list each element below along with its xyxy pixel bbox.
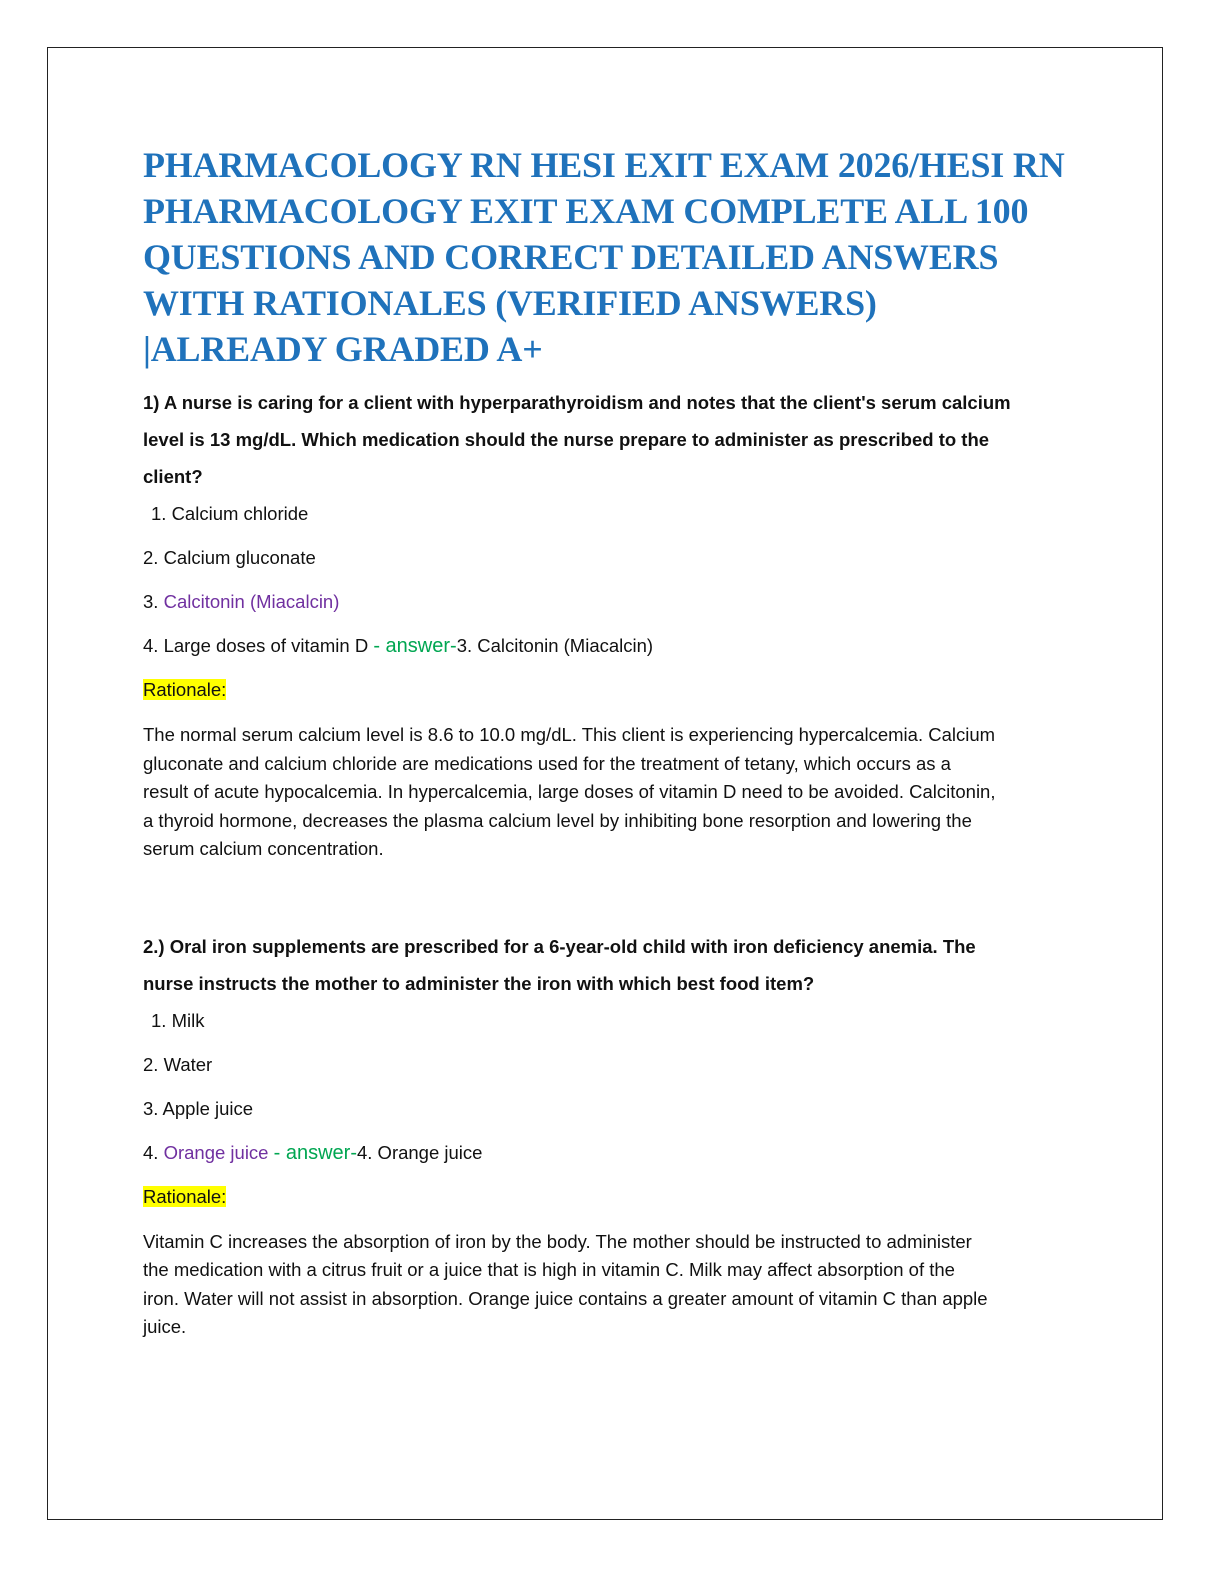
q1-option-2: 2. Calcium gluconate: [143, 547, 316, 568]
rationale-line: serum calcium concentration.: [143, 838, 384, 859]
q1-rationale-text: The normal serum calcium level is 8.6 to…: [143, 721, 1083, 864]
option-number: 4.: [143, 1141, 164, 1163]
q2-rationale-label: Rationale:: [143, 1184, 1083, 1210]
q1-option-1: 1. Calcium chloride: [151, 503, 309, 524]
title-line: WITH RATIONALES (VERIFIED ANSWERS): [143, 283, 877, 323]
rationale-line: the medication with a citrus fruit or a …: [143, 1259, 955, 1280]
question-2-stem: 2.) Oral iron supplements are prescribed…: [143, 928, 1083, 1002]
stem-line: 1) A nurse is caring for a client with h…: [143, 392, 1011, 413]
answer-marker: - answer-: [273, 1141, 357, 1164]
rationale-line: result of acute hypocalcemia. In hyperca…: [143, 781, 996, 802]
title-line: PHARMACOLOGY RN HESI EXIT EXAM 2026/HESI…: [143, 145, 1065, 185]
stem-line: client?: [143, 466, 203, 487]
stem-line: level is 13 mg/dL. Which medication shou…: [143, 429, 990, 450]
correct-option-text: Orange juice: [163, 1141, 274, 1163]
rationale-line: juice.: [143, 1316, 187, 1337]
highlighted-label: Rationale:: [143, 1185, 227, 1207]
rationale-line: a thyroid hormone, decreases the plasma …: [143, 809, 972, 831]
title-line: |ALREADY GRADED A+: [143, 329, 543, 369]
highlighted-label: Rationale:: [143, 679, 227, 700]
rationale-line: The normal serum calcium level is 8.6 to…: [143, 724, 996, 745]
section-spacer: [143, 864, 1083, 928]
document-title: PHARMACOLOGY RN HESI EXIT EXAM 2026/HESI…: [143, 142, 1083, 372]
option-number: 3.: [143, 591, 164, 612]
q2-rationale-text: Vitamin C increases the absorption of ir…: [143, 1228, 1083, 1342]
answer-value: 3. Calcitonin (Miacalcin): [456, 635, 654, 656]
rationale-line: iron. Water will not assist in absorptio…: [143, 1287, 988, 1309]
q2-option-1: 1. Milk: [151, 1009, 205, 1031]
q1-option-4: 4. Large doses of vitamin D - answer-3. …: [143, 633, 1083, 659]
title-line: QUESTIONS AND CORRECT DETAILED ANSWERS: [143, 237, 999, 277]
q1-option-3: 3. Calcitonin (Miacalcin): [143, 589, 1083, 615]
answer-marker: - answer-: [373, 635, 457, 657]
q2-option-3: 3. Apple juice: [143, 1097, 254, 1119]
rationale-line: gluconate and calcium chloride are medic…: [143, 752, 951, 774]
title-line: PHARMACOLOGY EXIT EXAM COMPLETE ALL 100: [143, 191, 1029, 231]
answer-value: 4. Orange juice: [356, 1141, 483, 1163]
page-border: [47, 47, 1163, 1520]
question-1-stem: 1) A nurse is caring for a client with h…: [143, 384, 1083, 495]
correct-option-text: Calcitonin (Miacalcin): [163, 591, 340, 612]
stem-line: 2.) Oral iron supplements are prescribed…: [143, 935, 976, 957]
document-content: PHARMACOLOGY RN HESI EXIT EXAM 2026/HESI…: [143, 142, 1083, 1342]
stem-line: nurse instructs the mother to administer…: [143, 972, 815, 994]
q1-rationale-label: Rationale:: [143, 677, 1083, 703]
q2-option-4: 4. Orange juice - answer-4. Orange juice: [143, 1140, 1083, 1166]
q2-option-2: 2. Water: [143, 1053, 213, 1075]
rationale-line: Vitamin C increases the absorption of ir…: [143, 1230, 972, 1252]
option-text: 4. Large doses of vitamin D: [143, 635, 374, 656]
